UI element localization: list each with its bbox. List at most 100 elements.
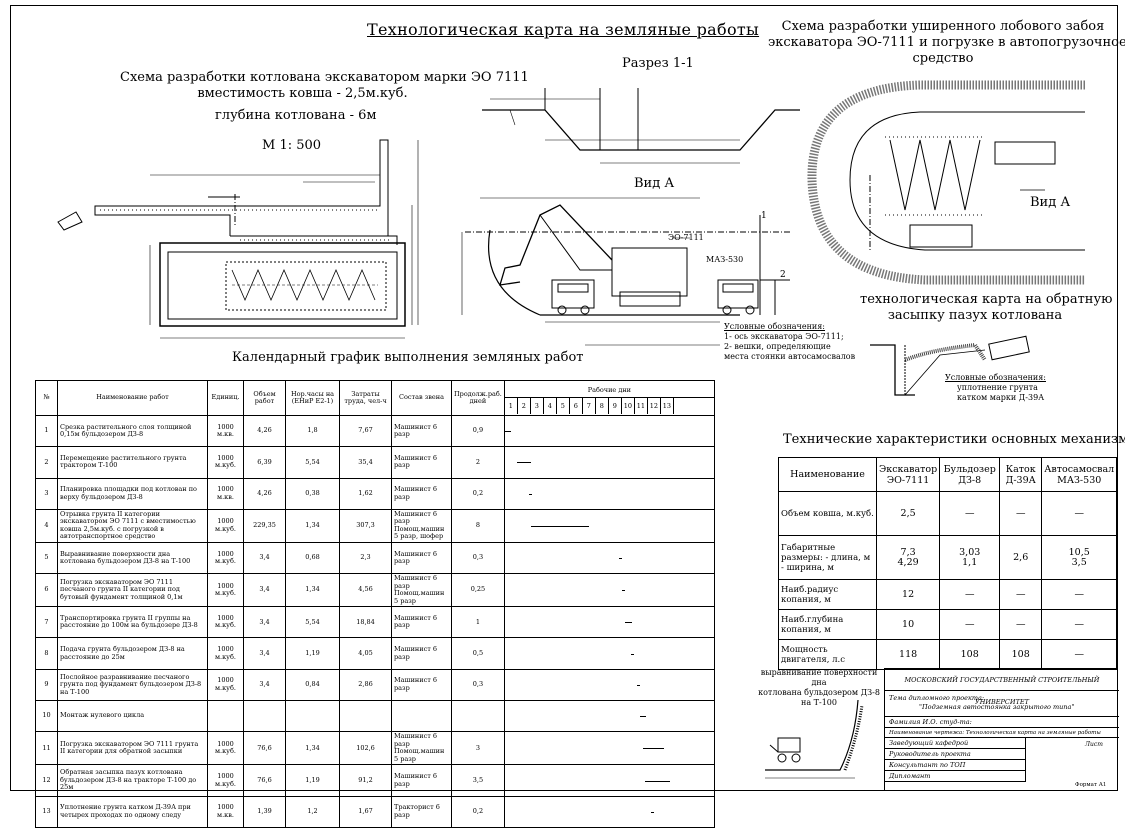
col-unit: Единиц. <box>207 380 244 416</box>
cell-labor: 1,67 <box>339 795 392 828</box>
cell-unit: 1000 м.куб. <box>207 764 244 797</box>
cell-vol: 3,4 <box>243 637 286 670</box>
cell-name: Перемещение растительного грунта трактор… <box>57 446 208 479</box>
cell-crew: Машинист 6 разр <box>391 477 452 510</box>
cell-unit: 1000 м.куб. <box>207 508 244 543</box>
gantt-cell <box>503 541 715 575</box>
cell-norm: 1,34 <box>285 573 340 608</box>
cell-vol: 229,35 <box>243 508 286 543</box>
cell-crew: Машинист 6 разр <box>391 414 452 448</box>
cell-name: Подача грунта бульдозером ДЗ-8 на рассто… <box>57 637 208 670</box>
day-number: 7 <box>583 397 596 414</box>
col-number: № <box>35 380 58 416</box>
face-scheme-drawing <box>807 80 1085 285</box>
pit-depth-caption: глубина котлована - 6м <box>215 108 377 123</box>
cell-unit: 1000 м.куб. <box>207 637 244 670</box>
cell-norm: 1,8 <box>285 414 340 448</box>
tech-value: 7,3 4,29 <box>875 535 941 580</box>
cell-labor: 18,84 <box>339 606 392 639</box>
cell-unit: 1000 м.куб. <box>207 606 244 639</box>
cell-name: Обратная засыпка пазух котлована бульдоз… <box>57 764 208 797</box>
gantt-cell <box>503 446 715 479</box>
gantt-cell <box>503 414 715 448</box>
cell-crew: Машинист 6 разр <box>391 541 452 575</box>
calendar-title: Календарный график выполнения земляных р… <box>232 350 584 365</box>
cell-name: Выравнивание поверхности дна котлована б… <box>57 541 208 575</box>
col-labor: Затраты труда, чел-ч <box>339 380 392 416</box>
cell-labor: 102,6 <box>339 731 392 766</box>
cell-vol: 4,26 <box>243 414 286 448</box>
cell-norm: 1,19 <box>285 764 340 797</box>
cell-dur: 0,2 <box>451 795 505 828</box>
day-number: 3 <box>531 397 544 414</box>
pit-plan-drawing <box>57 139 419 339</box>
day-number: 5 <box>557 397 570 414</box>
day-number: 12 <box>648 397 661 414</box>
cell-labor: 7,67 <box>339 414 392 448</box>
gantt-bar <box>528 493 532 495</box>
cell-unit: 1000 м.кв. <box>207 477 244 510</box>
cell-vol: 76,6 <box>243 764 286 797</box>
cell-name: Транспортировка грунта II группы на расс… <box>57 606 208 639</box>
stamp-theme: Тема дипломного проекта: "Подземная авто… <box>885 691 1119 717</box>
stamp-supervisor: Руководитель проекта <box>885 749 1025 760</box>
leveling-caption: выравнивание поверхности дна котлована б… <box>758 668 880 707</box>
col-norm-hours: Нор.часы на (ЕНиР Е2-1) <box>285 380 340 416</box>
gantt-cell <box>503 764 715 797</box>
section-drawing <box>482 88 800 164</box>
tech-value: — <box>939 491 1001 536</box>
tech-value: — <box>939 579 1001 610</box>
backfill-drawing <box>870 335 1030 396</box>
cell-vol: 3,4 <box>243 541 286 575</box>
col-volume: Объем работ <box>243 380 286 416</box>
cell-n: 12 <box>35 764 58 797</box>
cell-vol: 3,4 <box>243 573 286 608</box>
gantt-bar <box>618 558 622 560</box>
cell-name: Погрузка экскаватором ЭО 7111 грунта II … <box>57 731 208 766</box>
cell-crew <box>391 700 452 733</box>
tech-value: — <box>1041 491 1118 536</box>
stamp-university: МОСКОВСКИЙ ГОСУДАРСТВЕННЫЙ СТРОИТЕЛЬНЫЙ … <box>885 669 1119 706</box>
gantt-cell <box>503 508 715 543</box>
legend-left: Условные обозначения: 1- ось экскаватора… <box>724 322 856 361</box>
tech-value: 2,5 <box>875 491 941 536</box>
cell-unit: 1000 м.куб. <box>207 573 244 608</box>
gantt-bar <box>630 653 635 655</box>
cell-vol: 3,4 <box>243 668 286 702</box>
cell-crew: Машинист 6 разр <box>391 446 452 479</box>
cell-crew: Машинист 6 разр Помощ.машин 5 разр <box>391 573 452 608</box>
cell-dur: 0,5 <box>451 637 505 670</box>
cell-norm: 5,54 <box>285 446 340 479</box>
cell-vol <box>243 700 286 733</box>
gantt-cell <box>503 606 715 639</box>
tech-value: 108 <box>999 639 1043 670</box>
schedule-header-row: № Наименование работ Единиц. Объем работ… <box>35 380 715 416</box>
gantt-cell <box>503 477 715 510</box>
tech-title: Технические характеристики основных меха… <box>783 432 1125 447</box>
day-number: 4 <box>544 397 557 414</box>
cell-name: Погрузка экскаватором ЭО 7111 песчаного … <box>57 573 208 608</box>
view-a-right-label: Вид А <box>1030 195 1071 210</box>
gantt-bar <box>636 684 640 686</box>
gantt-bar <box>505 431 512 433</box>
pit-scheme-caption: Схема разработки котлована экскаватором … <box>120 70 529 101</box>
cell-crew: Тракторист 6 разр <box>391 795 452 828</box>
cell-labor: 1,62 <box>339 477 392 510</box>
cell-dur: 1 <box>451 606 505 639</box>
stamp-format: Формат А1 <box>1075 782 1107 788</box>
gantt-cell <box>503 573 715 608</box>
excavator-tag: ЭО-7111 <box>668 233 704 242</box>
cell-dur: 0,3 <box>451 541 505 575</box>
tech-value: — <box>999 579 1043 610</box>
gantt-bar <box>531 525 589 527</box>
cell-norm: 1,2 <box>285 795 340 828</box>
cell-labor: 307,3 <box>339 508 392 543</box>
gantt-bar <box>624 622 633 624</box>
